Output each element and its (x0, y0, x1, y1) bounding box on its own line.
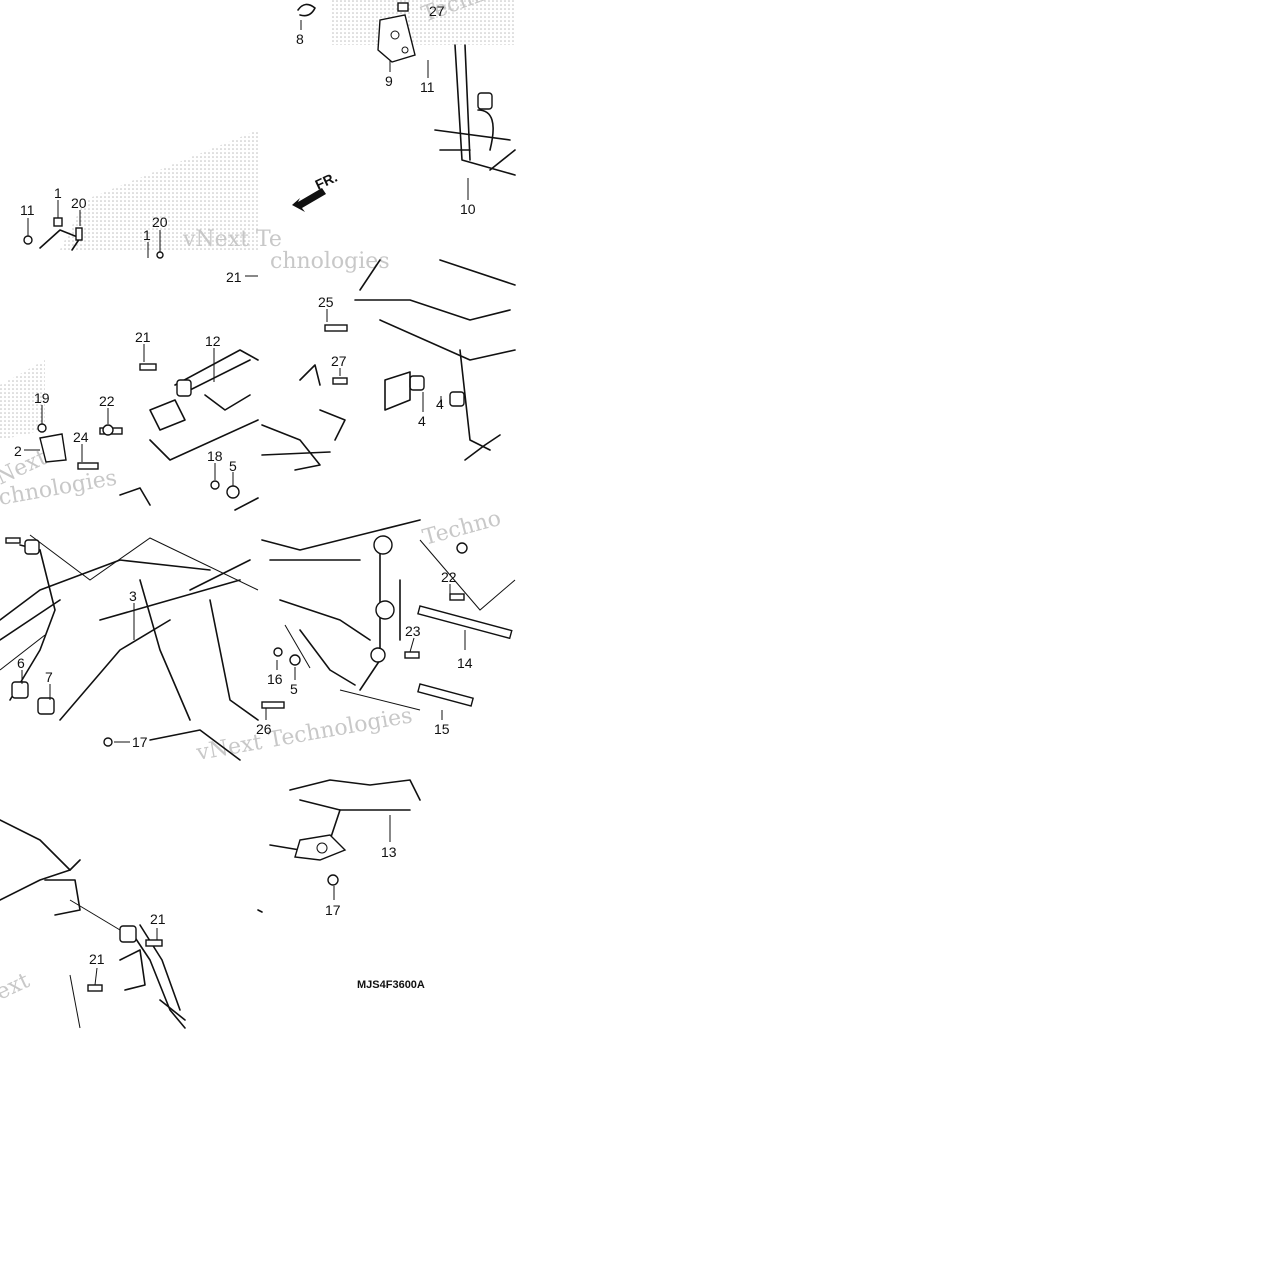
callout-label: 13 (381, 844, 397, 860)
hook-part-8 (297, 3, 316, 17)
callout-label: 27 (331, 353, 347, 369)
callout-label: 18 (207, 448, 223, 464)
callout-label: 17 (132, 734, 148, 750)
callout-label: 23 (405, 623, 421, 639)
callout-label: 4 (418, 413, 426, 429)
callout-label: 17 (325, 902, 341, 918)
callout-label: 5 (290, 681, 298, 697)
callout-label: 16 (267, 671, 283, 687)
callout-label: 27 (429, 3, 445, 19)
bracket-part-9 (377, 2, 416, 63)
callout-label: 7 (45, 669, 53, 685)
callout-label: 5 (229, 458, 237, 474)
lower-bracket-part-13 (257, 779, 421, 913)
frame-part-10 (434, 44, 516, 176)
callout-label: 11 (420, 79, 435, 95)
callout-label: 26 (256, 721, 272, 737)
callout-numbers: 8 9 27 11 10 11 1 20 1 20 21 21 12 19 22… (14, 3, 476, 967)
watermark-text: vNext Te (182, 227, 282, 252)
callout-label: 15 (434, 721, 450, 737)
callout-label: 2 (14, 443, 22, 459)
bolts-and-nuts-row2 (37, 363, 259, 511)
callout-label: 20 (71, 195, 87, 211)
callout-label: 20 (152, 214, 168, 230)
callout-label: 3 (129, 588, 137, 604)
leader-lines (21, 20, 469, 986)
callout-label: 1 (143, 227, 151, 243)
callout-label: 11 (20, 202, 35, 218)
callout-label: 19 (34, 390, 50, 406)
callout-label: 24 (73, 429, 89, 445)
main-frame-part-3 (0, 534, 259, 761)
callout-label: 8 (296, 31, 304, 47)
callout-label: 22 (441, 569, 457, 585)
dotted-watermark-area (0, 0, 515, 440)
watermarks: vNext Te chnologies Technologies Next ch… (0, 0, 564, 1005)
diagram-code: MJS4F3600A (357, 979, 425, 991)
callout-label: 4 (436, 396, 444, 412)
callout-label: 22 (99, 393, 115, 409)
watermark-text: chnologies (270, 249, 390, 274)
callout-label: 21 (135, 329, 151, 345)
front-arrow: FR. (292, 169, 340, 212)
watermark-text: ext (0, 968, 34, 1005)
callout-label: 6 (17, 655, 25, 671)
callout-label: 25 (318, 294, 334, 310)
rear-bracket-part-12 (149, 349, 259, 461)
callout-label: 1 (54, 185, 62, 201)
callout-label: 12 (205, 333, 221, 349)
callout-label: 10 (460, 201, 476, 217)
front-arrow-label: FR. (313, 169, 340, 193)
lower-frame-assembly (261, 519, 516, 711)
watermark-text: vNext Technologies (194, 703, 415, 766)
callout-label: 21 (226, 269, 242, 285)
callout-label: 21 (89, 951, 105, 967)
callout-label: 14 (457, 655, 473, 671)
callout-label: 9 (385, 73, 393, 89)
callout-label: 21 (150, 911, 166, 927)
main-frame-upper (261, 259, 516, 471)
